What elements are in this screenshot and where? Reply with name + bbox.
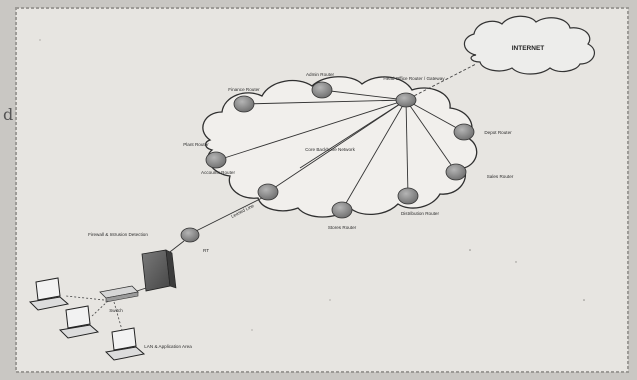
router-stores-label: Stores Router xyxy=(328,225,357,230)
internet-label: INTERNET xyxy=(512,45,545,52)
router-plant-label: Plant Router xyxy=(183,142,209,147)
lan-label: LAN & Application Area xyxy=(144,344,192,349)
margin-mark: d xyxy=(3,105,13,124)
router-distribution-label: Distribution Router xyxy=(401,211,440,216)
router-accounts-label: Accounts Router xyxy=(201,170,235,175)
router-hub-label: Head Office Router / Gateway xyxy=(383,76,445,81)
router-sales-label: Sales Router xyxy=(487,174,514,179)
router-admin-label: Admin Router xyxy=(306,72,335,77)
wan-label: Core Backbone Network xyxy=(305,147,355,152)
router-depot-label: Depot Router xyxy=(484,130,512,135)
firewall-label: Firewall & Intrusion Detection xyxy=(88,232,148,237)
router-finance-label: Finance Router xyxy=(228,87,260,92)
edge-router-label: RT xyxy=(203,248,209,253)
